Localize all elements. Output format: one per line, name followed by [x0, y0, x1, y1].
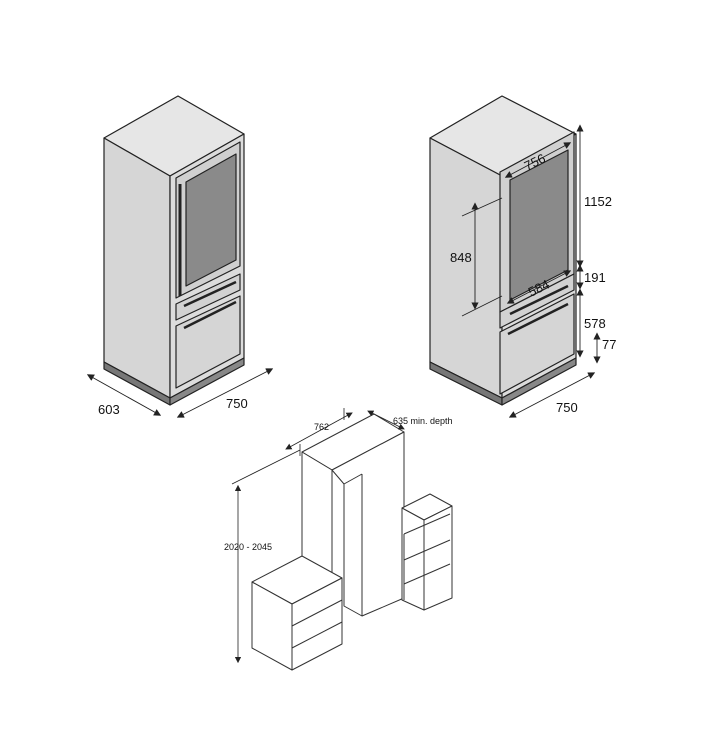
fridge-left-width-label: 750: [226, 396, 248, 411]
installation-depth-label: 635 min. depth: [393, 416, 453, 426]
installation-height-label: 2020 - 2045: [224, 542, 272, 552]
installation-dimension-lines: [231, 408, 405, 664]
fridge-left-dimension-lines: [86, 368, 274, 418]
fridge-right-upper-height-label: 1152: [584, 194, 612, 209]
fridge-right-width-label: 750: [556, 400, 578, 415]
fridge-right-drawing: [429, 95, 577, 406]
fridge-right-middle-height-label: 191: [584, 270, 606, 285]
installation-drawing: [251, 413, 453, 671]
fridge-right-plinth-height-label: 77: [602, 337, 616, 352]
fridge-left-drawing: [103, 95, 245, 406]
fridge-right-dimension-lines: [461, 124, 601, 418]
fridge-right-lower-height-label: 578: [584, 316, 606, 331]
fridge-right-glass-height-label: 848: [450, 250, 472, 265]
fridge-left-depth-label: 603: [98, 402, 120, 417]
installation-niche-width-label: 762: [314, 422, 329, 432]
